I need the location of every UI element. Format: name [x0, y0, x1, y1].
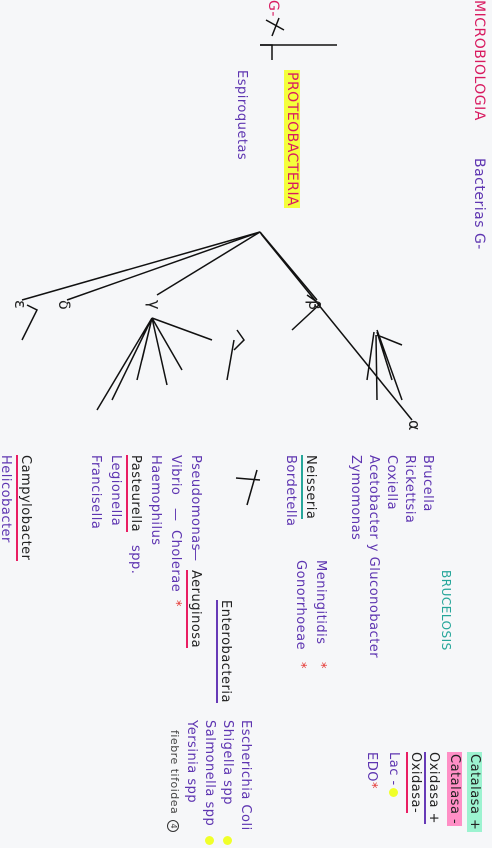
fever-note-number: 4 — [167, 820, 179, 833]
gamma-legionella: Legionella — [108, 455, 123, 527]
beta-gonorrhoeae: Gonorrhoeae — [293, 560, 308, 651]
gamma-vibrio-dash: — — [168, 508, 183, 522]
edge-gamma — [156, 231, 261, 296]
gamma-pseudomonas-dash: — — [188, 548, 203, 562]
legend-oxidasa-pos: Oxidasa + — [424, 752, 441, 825]
gamma-pseudomonas: Pseudomonas — [188, 455, 203, 551]
gamma-enterobacteria: Enterobacteria — [216, 600, 233, 703]
alpha-label: α — [405, 420, 424, 432]
beta-meningitidis: Meningitidis — [313, 560, 328, 645]
beta-meningitidis-star: * — [313, 662, 328, 669]
beta-label: β — [305, 300, 324, 311]
gamma-entero-yersinia: Yersinia spp — [184, 720, 199, 804]
gamma-label: γ — [145, 300, 164, 310]
delta-label: δ — [55, 300, 74, 311]
epsilon-label: ε — [11, 300, 30, 310]
alpha-item-zymomonas: Zymomonas — [348, 455, 363, 541]
gamma-aeruginosa: Aeruginosa — [186, 570, 203, 649]
gamma-cholerae-star: * — [168, 600, 183, 607]
alpha-item-brucella: Brucella — [420, 455, 435, 512]
root-bracket-mark — [265, 17, 285, 37]
root-bracket — [260, 44, 273, 60]
alpha-note-brucelosis: BRUCELOSIS — [439, 570, 453, 651]
legend-catalasa-neg: Catalasa - — [447, 752, 462, 827]
gamma-entero-salmonella: Salmonella spp — [202, 720, 217, 827]
fever-note-text: fiebre tifoidea — [168, 730, 181, 815]
page-subtitle: Bacterias G- — [471, 158, 487, 250]
alpha-item-acetobacter: Acetobacter y Gluconobacter — [366, 455, 381, 659]
fever-note: fiebre tifoidea 4 — [167, 730, 181, 833]
legend-lac-neg: Lac - — [386, 752, 401, 786]
beta-bordetella: Bordetella — [283, 455, 298, 527]
proteobacteria-label: PROTEOBACTERIA — [284, 70, 300, 209]
edge-epsilon — [21, 231, 261, 301]
alpha-item-coxiella: Coxiella — [384, 455, 399, 511]
page-title: MICROBIOLOGIA — [471, 0, 487, 121]
espiroquetas-label: Espiroquetas — [234, 70, 249, 161]
gamma-entero-ecoli: Escherichia Coli — [238, 720, 253, 831]
beta-neisseria: Neisseria — [301, 455, 318, 520]
gamma-vibrio: Vibrio — [168, 455, 183, 496]
edge-delta — [66, 231, 261, 301]
gamma-francisella: Francisella — [88, 455, 103, 530]
legend-edo: EDO — [364, 752, 379, 782]
epsilon-campylobacter: Campylobacter — [16, 455, 33, 561]
gamma-entero-shigella: Shigella spp — [220, 720, 235, 805]
salmonella-dot — [205, 836, 214, 845]
root-label: G- — [265, 0, 281, 17]
gamma-cholerae: Cholerae — [168, 530, 183, 593]
gamma-pasteurella-spp: spp. — [128, 545, 143, 575]
alpha-item-rickettsia: Rickettsia — [402, 455, 417, 524]
beta-gonorrhoeae-star: * — [293, 662, 308, 669]
legend-edo-star: * — [364, 782, 379, 789]
epsilon-helicobacter: Helicobacter — [0, 455, 13, 543]
legend-catalasa-pos: Catalasa + — [467, 752, 482, 833]
gamma-pasteurella: Pasteurella — [126, 455, 143, 533]
gamma-haemophilus: Haemophilus — [148, 455, 163, 546]
legend-oxidasa-neg: Oxidasa- — [406, 752, 423, 814]
legend-lac-dot — [389, 788, 398, 797]
edge-beta — [259, 231, 318, 301]
shigella-dot — [223, 836, 232, 845]
